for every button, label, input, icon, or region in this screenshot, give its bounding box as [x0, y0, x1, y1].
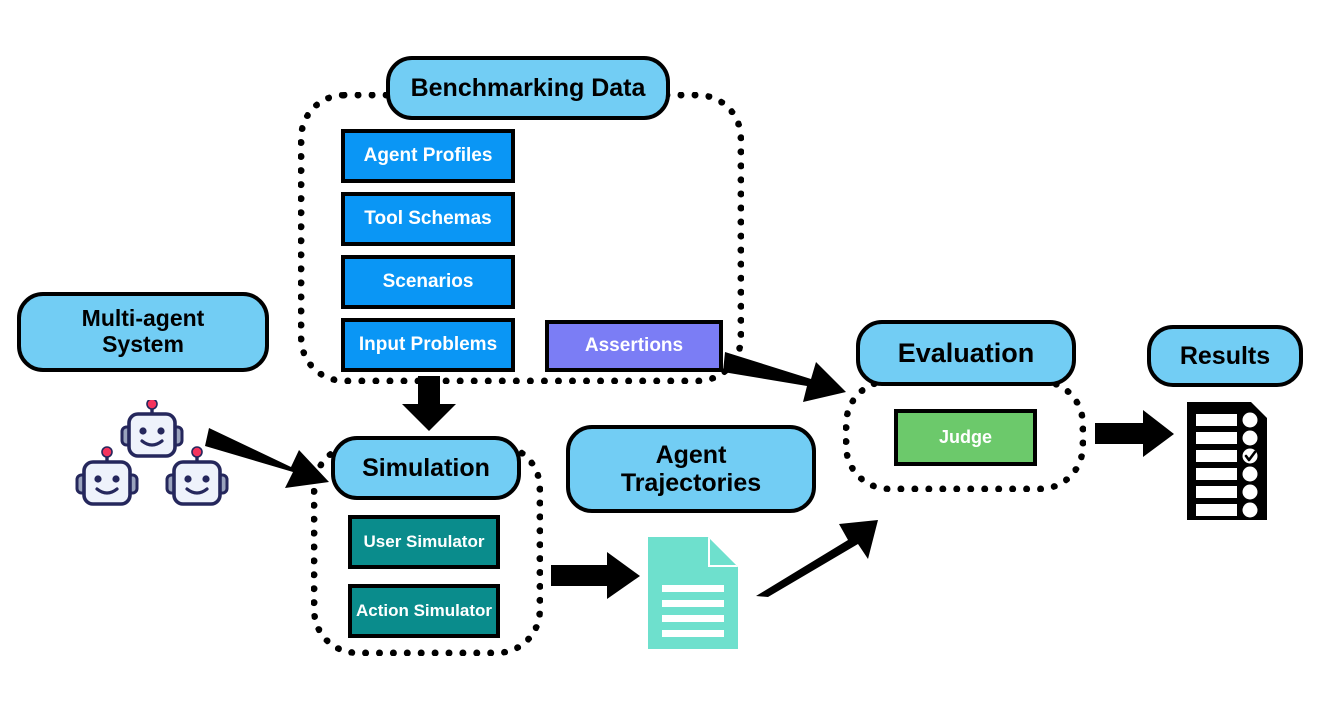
node-benchmarking-data[interactable]: Benchmarking Data [386, 56, 670, 120]
node-results[interactable]: Results [1147, 325, 1303, 387]
item-judge[interactable]: Judge [894, 409, 1037, 466]
checklist-results-icon [1187, 402, 1267, 520]
node-evaluation-label: Evaluation [897, 337, 1035, 368]
node-multi-agent-system-line1: Multi-agent [81, 305, 205, 332]
arrow-input-problems-to-simulation [402, 376, 456, 431]
arrow-document-to-evaluation [756, 520, 878, 597]
item-scenarios[interactable]: Scenarios [341, 255, 515, 309]
item-judge-label: Judge [938, 427, 992, 447]
item-action-simulator-label: Action Simulator [355, 601, 492, 620]
item-assertions-label: Assertions [584, 335, 684, 356]
node-evaluation[interactable]: Evaluation [856, 320, 1076, 386]
item-assertions[interactable]: Assertions [545, 320, 723, 372]
item-user-simulator-label: User Simulator [363, 532, 485, 551]
item-input-problems-label: Input Problems [358, 334, 498, 355]
node-simulation-label: Simulation [362, 454, 490, 482]
arrow-robots-to-simulation [205, 428, 329, 488]
item-tool-schemas[interactable]: Tool Schemas [341, 192, 515, 246]
arrow-assertions-to-evaluation [723, 352, 846, 402]
arrow-evaluation-to-results [1095, 410, 1174, 457]
node-agent-trajectories-line1: Agent [655, 441, 727, 469]
node-multi-agent-system[interactable]: Multi-agent System [17, 292, 269, 372]
node-results-label: Results [1179, 342, 1271, 370]
document-icon [648, 537, 738, 649]
item-tool-schemas-label: Tool Schemas [364, 208, 492, 229]
node-multi-agent-system-line2: System [102, 331, 184, 357]
arrow-simulation-to-document [551, 552, 640, 599]
node-agent-trajectories[interactable]: Agent Trajectories [566, 425, 816, 513]
node-simulation[interactable]: Simulation [331, 436, 521, 500]
item-agent-profiles-label: Agent Profiles [363, 145, 493, 166]
node-agent-trajectories-line2: Trajectories [620, 469, 762, 497]
item-agent-profiles[interactable]: Agent Profiles [341, 129, 515, 183]
item-user-simulator[interactable]: User Simulator [348, 515, 500, 569]
node-benchmarking-data-label: Benchmarking Data [410, 74, 646, 102]
item-input-problems[interactable]: Input Problems [341, 318, 515, 372]
item-action-simulator[interactable]: Action Simulator [348, 584, 500, 638]
item-scenarios-label: Scenarios [382, 271, 474, 292]
